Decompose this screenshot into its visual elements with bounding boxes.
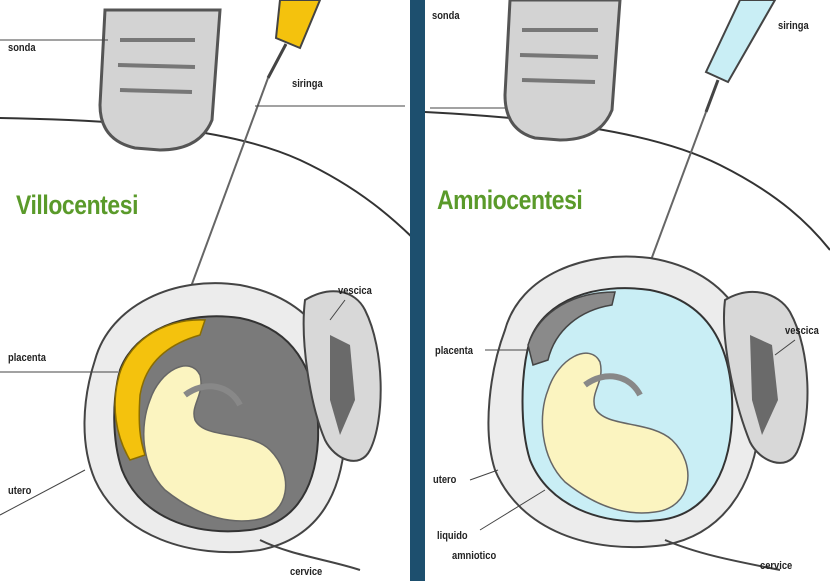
abdomen-outline-right <box>425 112 830 250</box>
label-vescica-right: vescica <box>785 325 819 337</box>
label-sonda-right: sonda <box>432 10 460 22</box>
label-liquido-right: liquido <box>437 530 468 542</box>
leader-utero-right <box>470 470 498 480</box>
label-placenta-right: placenta <box>435 345 473 357</box>
probe-icon <box>505 0 620 140</box>
amniocentesi-title: Amniocentesi <box>437 185 582 216</box>
label-placenta: placenta <box>8 352 46 364</box>
label-utero: utero <box>8 485 31 497</box>
panel-divider <box>410 0 425 581</box>
abdomen-outline <box>0 118 420 245</box>
label-cervice: cervice <box>290 566 322 578</box>
label-utero-right: utero <box>433 474 456 486</box>
label-sonda: sonda <box>8 42 36 54</box>
label-amniotico-right: amniotico <box>452 550 496 562</box>
villocentesi-title: Villocentesi <box>16 190 138 221</box>
label-siringa: siringa <box>292 78 323 90</box>
label-siringa-right: siringa <box>778 20 809 32</box>
probe-icon <box>100 10 220 150</box>
label-cervice-right: cervice <box>760 560 792 572</box>
label-vescica: vescica <box>338 285 372 297</box>
